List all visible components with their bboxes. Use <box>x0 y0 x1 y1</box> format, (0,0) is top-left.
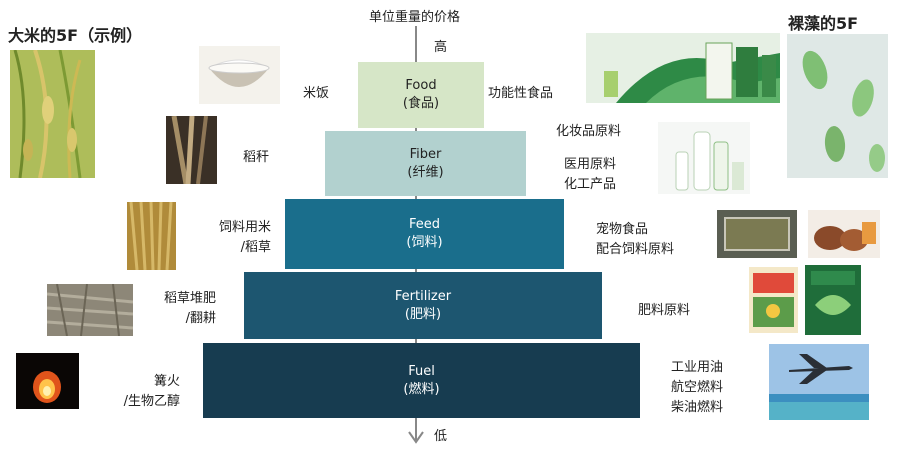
euglena-title: 裸藻的5F <box>788 14 859 33</box>
right-label-fuel-line3: 柴油燃料 <box>671 400 724 415</box>
tier-fiber-en: Fiber <box>409 146 442 162</box>
left-label-feed-rice: 饲料用米 /稻草 <box>191 218 271 258</box>
left-label-rice-line: 米饭 <box>303 86 330 101</box>
right-label-fuel-line2: 航空燃料 <box>671 380 724 395</box>
tier-food-en: Food <box>405 78 437 93</box>
axis-high-label: 高 <box>434 40 448 55</box>
axis-low-label: 低 <box>434 429 448 444</box>
bonfire-photo <box>16 353 79 409</box>
feed-tank-photo <box>717 210 797 258</box>
right-label-functional-food-line: 功能性食品 <box>488 86 554 101</box>
price-axis-caption: 单位重量的价格 <box>369 10 461 25</box>
right-label-medical-line1: 医用原料 <box>564 157 617 172</box>
right-label-fuel: 工业用油 航空燃料 柴油燃料 <box>671 358 723 418</box>
tier-fertilizer-zh: (肥料) <box>404 306 442 322</box>
fertilizer-bag2-photo <box>805 265 861 335</box>
tier-food-zh: (食品) <box>402 96 440 111</box>
fertilizer-bag1-photo <box>749 267 798 333</box>
tier-fuel: Fuel (燃料) <box>203 343 640 418</box>
rice-title: 大米的5F（示例） <box>8 26 143 45</box>
tier-fuel-en: Fuel <box>408 363 435 379</box>
airplane-photo <box>769 344 869 420</box>
left-label-feed-rice-line2: /稻草 <box>240 240 271 255</box>
tier-fiber-zh: (纤维) <box>407 164 444 180</box>
right-label-pet-food-line2: 配合饲料原料 <box>596 242 675 257</box>
left-label-compost: 稻草堆肥 /翻耕 <box>150 289 216 329</box>
right-label-functional-food: 功能性食品 <box>488 84 553 104</box>
rice-straw-photo <box>166 116 217 184</box>
euglena-products-photo <box>586 33 780 103</box>
left-label-feed-rice-line1: 饲料用米 <box>218 220 271 235</box>
right-label-medical: 医用原料 化工产品 <box>564 155 616 195</box>
tier-fertilizer-en: Fertilizer <box>394 288 452 304</box>
left-label-straw: 稻秆 <box>243 148 269 168</box>
right-label-fertilizer: 肥料原料 <box>638 301 690 321</box>
tier-fiber: Fiber (纤维) <box>325 131 526 196</box>
compost-photo <box>47 284 133 336</box>
right-label-pet-food-line1: 宠物食品 <box>596 222 649 237</box>
tier-fertilizer: Fertilizer (肥料) <box>244 272 602 339</box>
left-label-compost-line2: /翻耕 <box>185 311 216 326</box>
rice-bowl-photo <box>199 46 280 104</box>
tier-feed: Feed (饲料) <box>285 199 564 269</box>
left-label-compost-line1: 稻草堆肥 <box>163 291 216 306</box>
euglena-microscope-photo <box>787 34 888 178</box>
right-label-cosmetics-line: 化妆品原料 <box>556 124 622 139</box>
rice-plant-photo <box>10 50 95 178</box>
right-label-fuel-line1: 工业用油 <box>671 360 724 375</box>
feed-rice-photo <box>127 202 176 270</box>
pet-food-photo <box>808 210 880 258</box>
right-label-medical-line2: 化工产品 <box>564 177 617 192</box>
left-label-straw-line: 稻秆 <box>243 150 270 165</box>
tier-feed-zh: (饲料) <box>406 235 443 250</box>
left-label-bonfire-line2: /生物乙醇 <box>123 394 180 409</box>
left-label-bonfire-line1: 篝火 <box>153 374 180 389</box>
tier-feed-en: Feed <box>408 217 440 232</box>
right-label-cosmetics: 化妆品原料 <box>556 122 621 142</box>
cosmetics-photo <box>658 122 750 194</box>
tier-food: Food (食品) <box>358 62 484 128</box>
left-label-rice: 米饭 <box>303 84 329 104</box>
right-label-fertilizer-line: 肥料原料 <box>638 303 691 318</box>
tier-fuel-zh: (燃料) <box>403 381 440 397</box>
left-label-bonfire: 篝火 /生物乙醇 <box>108 372 180 412</box>
right-label-pet-food: 宠物食品 配合饲料原料 <box>596 220 674 260</box>
